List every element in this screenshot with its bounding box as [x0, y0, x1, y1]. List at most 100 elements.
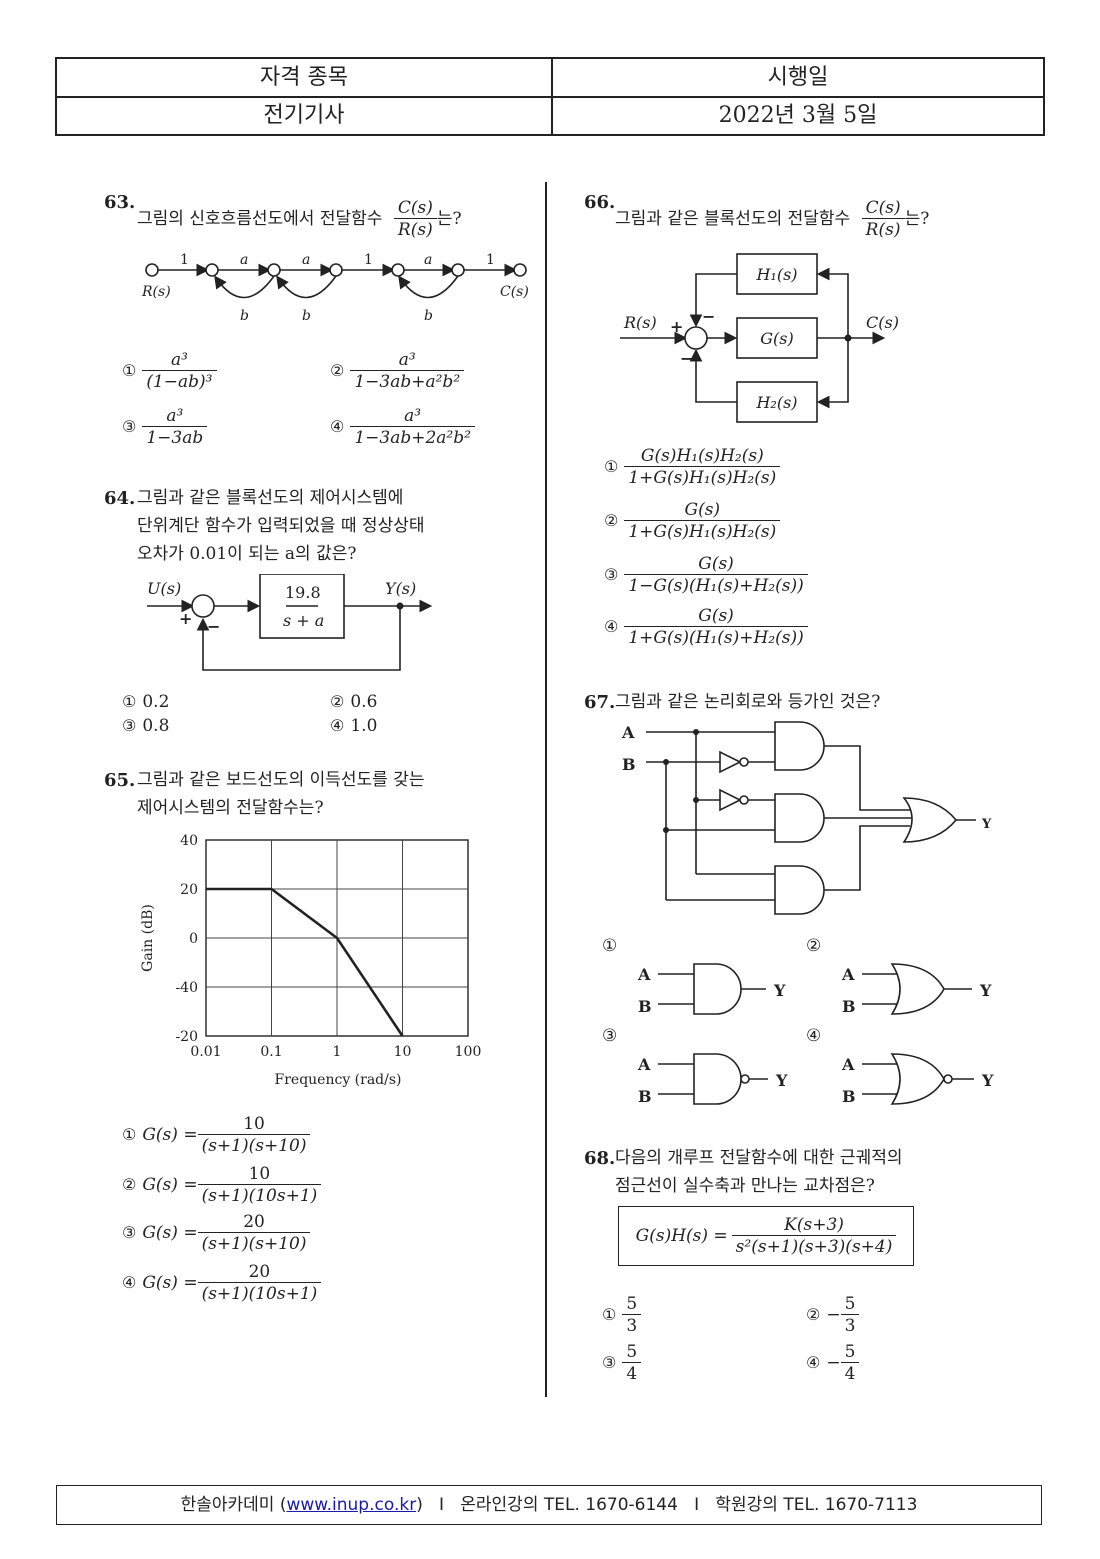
q65-y-axis-label: Gain (dB): [140, 904, 156, 972]
q64-line1: 그림과 같은 블록선도의 제어시스템에: [137, 488, 404, 508]
q63-gain-b3: b: [424, 308, 433, 324]
q63-text-pre: 그림의 신호흐름선도에서 전달함수: [137, 209, 383, 229]
bode-gain-line: [206, 887, 404, 1037]
q65-line1: 그림과 같은 보드선도의 이득선도를 갖는: [137, 770, 425, 790]
footer-org: 한솔아카데미: [180, 1495, 275, 1515]
bode-y-tick: 0: [189, 931, 198, 947]
q66-text: 그림과 같은 블록선도의 전달함수 C(s)R(s)는?: [615, 198, 930, 241]
q68-number: 68.: [584, 1148, 616, 1169]
q67-option-3-nand-gate[interactable]: AB Y: [636, 1050, 796, 1110]
q67-option-1-mark[interactable]: ①: [602, 936, 618, 956]
svg-text:Y: Y: [775, 1071, 788, 1090]
q63-gain-1c: 1: [486, 252, 495, 268]
q67-option-4-nor-gate[interactable]: ABY: [840, 1050, 1000, 1110]
q67-label-a: A: [621, 723, 635, 742]
q63-gain-1b: 1: [364, 252, 373, 268]
q63-gain-b2: b: [302, 308, 311, 324]
q64-block-diagram: U(s) Y(s) 19.8 s + a + −: [147, 574, 433, 671]
footer-online-phone: 온라인강의 TEL. 1670-6144: [460, 1495, 678, 1515]
bode-y-tick: -20: [175, 1029, 198, 1045]
q67-label-y: Y: [981, 817, 992, 832]
q63-number: 63.: [104, 192, 136, 213]
q68-text: 다음의 개루프 전달함수에 대한 근궤적의 점근선이 실수축과 만나는 교차점은…: [615, 1144, 903, 1200]
q64-sign-minus: −: [207, 617, 220, 636]
header-subject-value: 전기기사: [57, 97, 553, 134]
header-row-labels: 자격 종목 시행일: [57, 59, 1043, 98]
svg-text:A: A: [637, 965, 651, 984]
header-date-label: 시행일: [767, 65, 829, 90]
q63-gain-1a: 1: [180, 252, 189, 268]
svg-text:Y: Y: [979, 981, 992, 1000]
q64-number: 64.: [104, 488, 136, 509]
footer-url-link[interactable]: www.inup.co.kr: [286, 1495, 417, 1515]
bode-x-tick: 10: [394, 1044, 412, 1060]
q67-option-1-and-gate[interactable]: ABY: [636, 960, 796, 1020]
q65-x-axis-label: Frequency (rad/s): [275, 1072, 402, 1088]
bode-y-tick: 40: [180, 833, 198, 849]
q67-option-4-mark[interactable]: ④: [806, 1026, 822, 1046]
q63-gain-a1: a: [240, 252, 248, 268]
q66-block-diagram: R(s) C(s) H₁(s) G(s) H₂(s) + − −: [620, 253, 899, 423]
svg-text:A: A: [841, 1055, 855, 1074]
svg-text:A: A: [637, 1055, 651, 1074]
q66-sign-plus: +: [670, 317, 683, 336]
q64-label-u: U(s): [147, 579, 181, 598]
q66-label-c: C(s): [866, 313, 899, 332]
q68-den: s²(s+1)(s+3)(s+4): [735, 1236, 893, 1257]
footer-bar: 한솔아카데미 (www.inup.co.kr) I 온라인강의 TEL. 167…: [56, 1485, 1042, 1525]
q63-node-c: [513, 263, 527, 277]
q63-label-c: C(s): [500, 284, 529, 300]
svg-text:A: A: [841, 965, 855, 984]
bode-x-tick: 1: [333, 1044, 342, 1060]
q66-block-h2: H₂(s): [755, 393, 797, 412]
q63-label-r: R(s): [141, 284, 171, 300]
bode-x-tick: 0.01: [190, 1044, 221, 1060]
q63-frac-den: R(s): [397, 220, 433, 240]
bode-x-tick: 100: [455, 1044, 482, 1060]
q67-option-2-or-gate[interactable]: ABY: [840, 960, 1000, 1020]
header-table: 자격 종목 시행일 전기기사 2022년 3월 5일: [55, 57, 1045, 136]
q66-label-r: R(s): [623, 313, 657, 332]
q65-number: 65.: [104, 770, 136, 791]
q66-text-pre: 그림과 같은 블록선도의 전달함수: [615, 209, 851, 229]
q67-option-3-mark[interactable]: ③: [602, 1026, 618, 1046]
q66-block-h1: H₁(s): [755, 265, 797, 284]
q63-fraction: C(s)R(s): [393, 198, 437, 241]
q63-node-r: [145, 263, 159, 277]
bode-y-tick: -40: [175, 980, 198, 996]
q68-formula-box: G(s)H(s) = K(s+3)s²(s+1)(s+3)(s+4): [618, 1206, 914, 1266]
q67-text: 그림과 같은 논리회로와 등가인 것은?: [615, 692, 881, 712]
q66-fraction: C(s)R(s): [861, 198, 905, 241]
q67-logic-circuit: A B Y: [621, 721, 992, 915]
bode-x-tick: 0.1: [260, 1044, 282, 1060]
q67-option-2-mark[interactable]: ②: [806, 936, 822, 956]
footer-academy-phone: 학원강의 TEL. 1670-7113: [715, 1495, 918, 1515]
q67-number: 67.: [584, 692, 616, 713]
svg-text:Y: Y: [773, 981, 786, 1000]
svg-text:B: B: [638, 1087, 652, 1106]
q63-signal-flow-graph: R(s) C(s) 1 a a 1 a 1 b b b: [141, 252, 529, 324]
footer-sep-2: I: [694, 1495, 700, 1515]
q68-line2: 점근선이 실수축과 만나는 교차점은?: [615, 1176, 875, 1196]
